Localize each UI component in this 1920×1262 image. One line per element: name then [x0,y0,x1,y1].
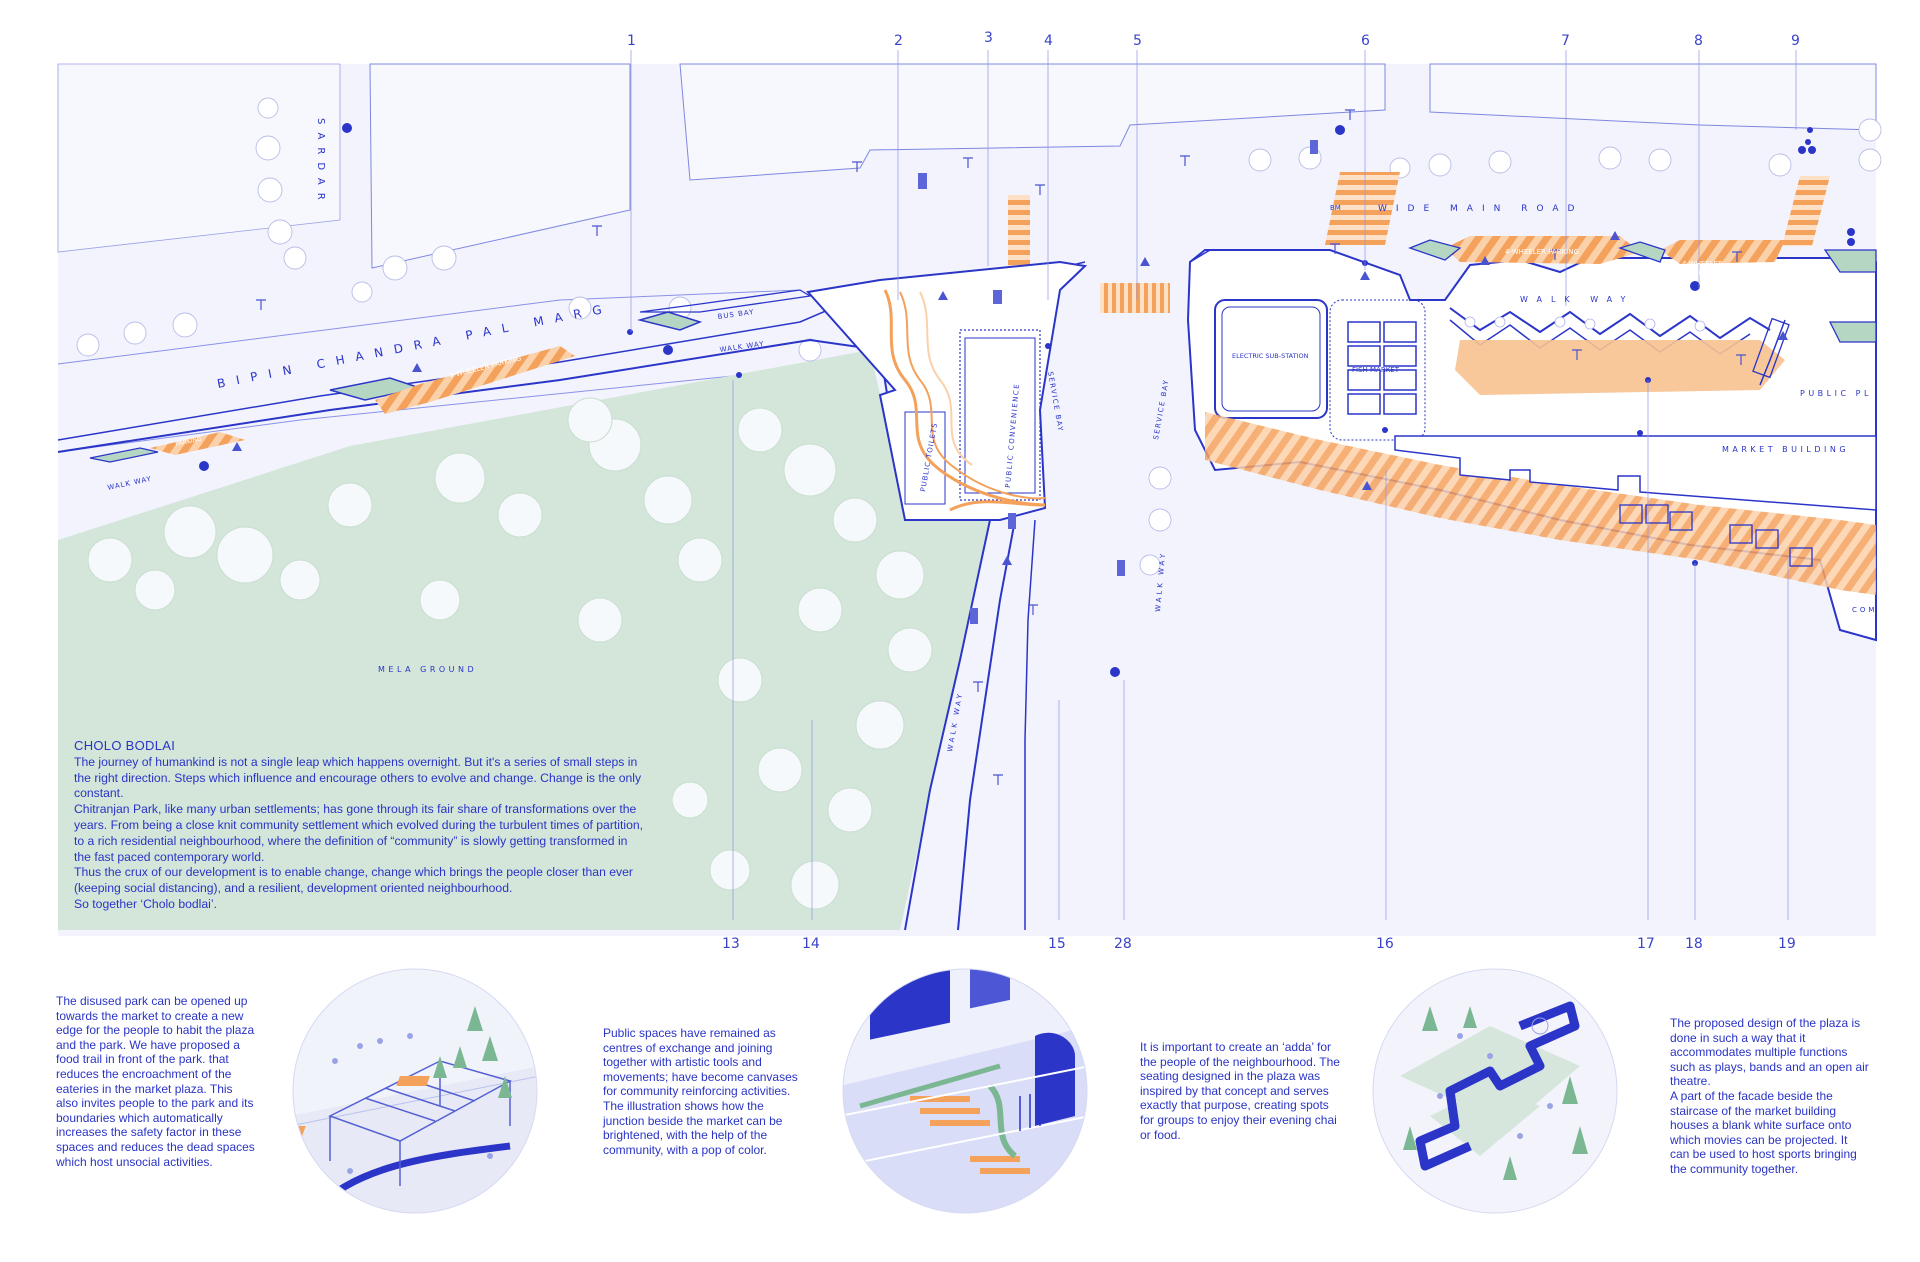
lamp-markers [256,109,1746,785]
green-strip-2 [637,311,703,331]
zebra-3 [1325,172,1400,245]
callout-3: 3 [984,30,993,46]
park-trees [87,397,933,910]
callout-6: 6 [1361,33,1370,49]
illustration-adda-seating [1372,968,1618,1214]
callout-19: 19 [1778,936,1796,952]
callout-8: 8 [1694,33,1703,49]
illustration-food-trail [292,968,538,1214]
electric-substation [1214,299,1328,419]
callout-4: 4 [1044,33,1053,49]
caption-1-text: The disused park can be opened up toward… [56,994,255,1169]
fish-market-grid [1347,321,1417,415]
leader-lines [630,50,1797,920]
label-mela-ground: MELA GROUND [378,665,477,674]
top-left-block [369,63,631,269]
intro-paragraph-1: The journey of humankind is not a single… [74,754,642,801]
callout-1: 1 [627,33,636,49]
label-market-building: MARKET BUILDING [1722,445,1849,454]
planter-zigzag [1449,307,1771,340]
callout-9: 9 [1791,33,1800,49]
callout-7: 7 [1561,33,1570,49]
zebra-2 [1100,283,1170,313]
zebra-4 [1782,176,1830,246]
caption-2-text-2: The illustration shows how the junction … [603,1098,783,1157]
small-rects [918,140,1318,624]
caption-2-text-1: Public spaces have remained as centres o… [603,1026,798,1099]
caption-4: The proposed design of the plaza is done… [1670,1016,1870,1177]
site-plan: BIPIN CHANDRA PAL MARG SARDAR BM WIDE MA… [57,50,1882,936]
callout-18: 18 [1685,936,1703,952]
caption-3-text: It is important to create an ‘adda’ for … [1140,1040,1340,1142]
top-right-block [1429,63,1877,131]
callout-16: 16 [1376,936,1394,952]
label-parking-right1: 4-WHEELER PARKING [1505,248,1579,256]
bus-bay-strip [639,289,812,313]
parking-left-small [150,432,245,455]
zebra-1 [1008,195,1030,267]
callout-14: 14 [802,936,820,952]
label-public-plaza: PUBLIC PL [1800,389,1872,398]
label-road-sardar: SARDAR [315,118,326,208]
callout-15: 15 [1048,936,1066,952]
label-electric-sub-station: ELECTRIC SUB-STATION [1232,352,1309,360]
label-walk-way-right: WALK WAY [1520,295,1634,304]
facade-band [1205,412,1876,595]
intro-paragraph-4: So together ‘Cholo bodlai’. [74,896,217,911]
callout-5: 5 [1133,33,1142,49]
orange-ribbon [883,289,1046,507]
top-mid-block [679,63,1386,181]
callout-13: 13 [722,936,740,952]
caption-4-text-1: The proposed design of the plaza is done… [1670,1016,1869,1089]
label-community: COM [1852,606,1877,614]
illustration-junction [842,968,1088,1214]
label-fish-market: FISH MARKET [1352,366,1400,374]
caption-3: It is important to create an ‘adda’ for … [1140,1040,1340,1142]
parking-left [375,346,575,414]
market-building [1394,435,1877,511]
intro-paragraph-3: Thus the crux of our development is to e… [74,865,633,896]
market-stalls [1619,504,1813,567]
caption-2: Public spaces have remained as centres o… [603,1026,803,1157]
green-strip-3 [89,447,159,463]
street-trees [76,97,1882,576]
caption-1: The disused park can be opened up toward… [56,994,256,1169]
label-road-main: WIDE MAIN ROAD [1378,204,1583,214]
label-parking-right2: 4-WHEELER [1682,260,1723,268]
top-left-corner [57,63,341,253]
label-road-main-prefix: BM [1330,204,1341,212]
callout-17: 17 [1637,936,1655,952]
caption-4-text-2: A part of the facade beside the staircas… [1670,1088,1857,1176]
mela-ground [58,350,990,930]
intro-title: CHOLO BODLAI [74,738,176,753]
callout-2: 2 [894,33,903,49]
intro-paragraph-2: Chitranjan Park, like many urban settlem… [74,802,644,864]
markers [199,123,1855,677]
callout-28: 28 [1114,936,1132,952]
parking-right-1 [1445,236,1640,264]
label-parking-right2b: PARKING [1690,269,1721,277]
orange-plaza-fill [1455,340,1785,395]
parking-right-2 [1660,240,1785,264]
intro-text-block: CHOLO BODLAI The journey of humankind is… [74,738,644,913]
triangles [232,231,1788,565]
